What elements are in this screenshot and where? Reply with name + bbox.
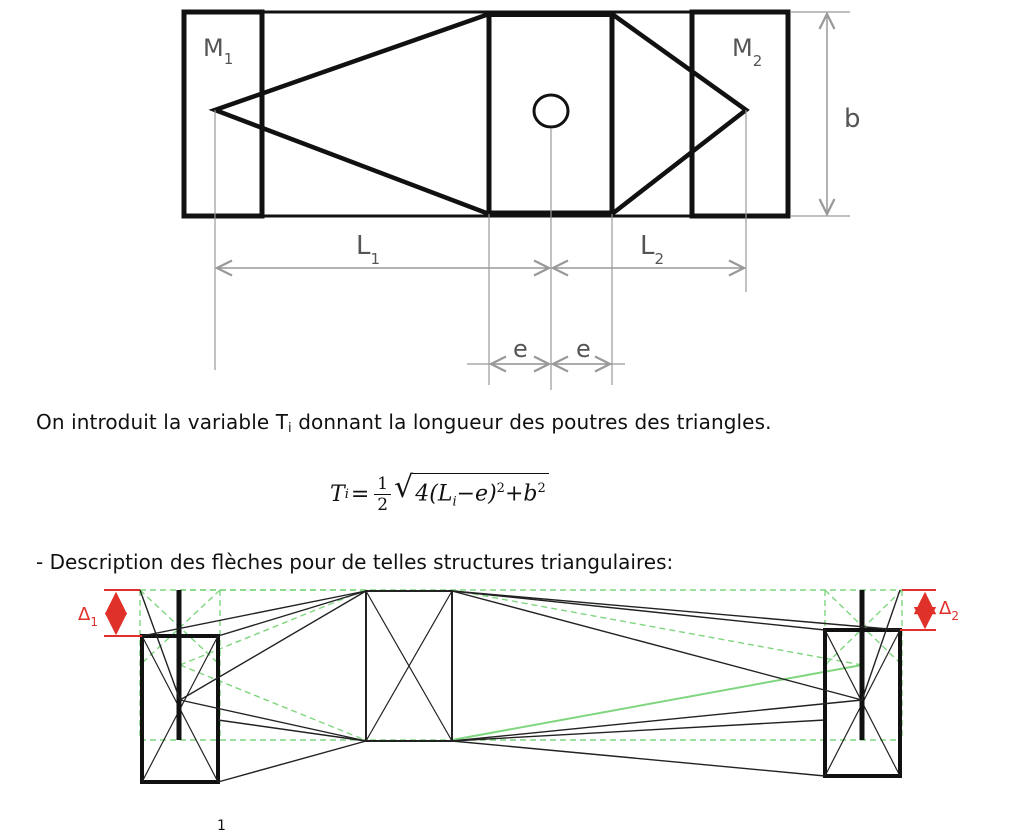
label-e-left: e xyxy=(513,335,528,363)
pivot-hole xyxy=(532,93,570,129)
deformed-beams xyxy=(139,589,901,783)
footnote-marker: 1 xyxy=(217,818,226,834)
mass-m1-block xyxy=(181,9,265,219)
label-l2: L2 xyxy=(640,231,664,268)
description-heading: - Description des flèches pour de telles… xyxy=(36,550,674,574)
top-diagram: M1 M2 b L1 L2 e e xyxy=(181,9,861,390)
left-triangle-beams xyxy=(208,11,490,217)
label-b: b xyxy=(844,104,861,134)
label-delta2: Δ2 xyxy=(939,598,959,623)
bottom-diagram: Δ1 Δ2 xyxy=(78,589,959,784)
label-m1: M1 xyxy=(203,34,233,68)
label-l1: L1 xyxy=(356,231,380,268)
mass-m2-block xyxy=(689,9,791,219)
right-triangle-beams xyxy=(610,12,750,216)
intro-paragraph: On introduit la variable Ti donnant la l… xyxy=(36,410,772,436)
formula-sqrt: √ 4(Li−e)2+b2 xyxy=(394,472,549,516)
label-m2: M2 xyxy=(732,34,762,70)
deformed-central-block xyxy=(365,590,453,742)
label-e-right: e xyxy=(576,335,591,363)
label-delta1: Δ1 xyxy=(78,604,98,629)
formula-fraction: 1 2 xyxy=(374,474,392,515)
reference-structure xyxy=(139,589,903,741)
